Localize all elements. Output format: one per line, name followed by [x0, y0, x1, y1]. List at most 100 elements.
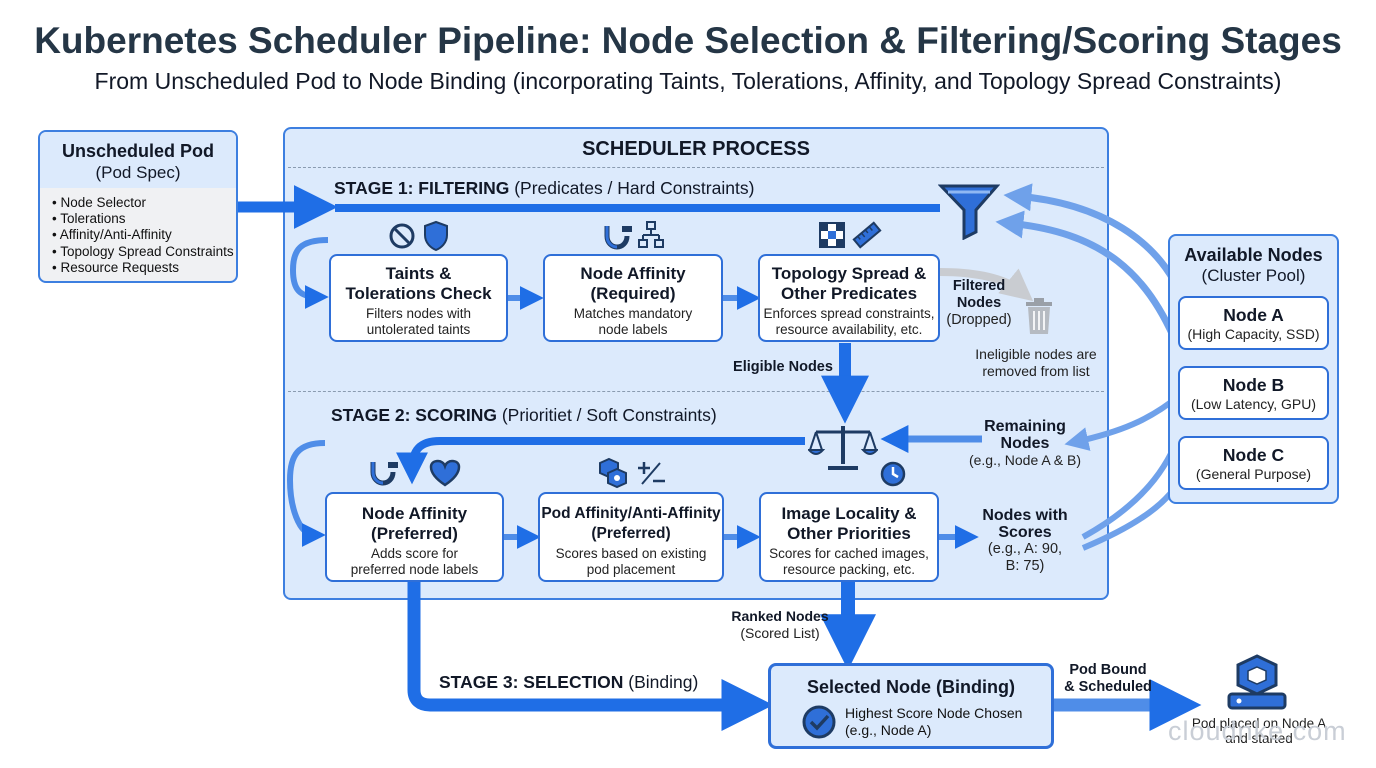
divider-middle	[288, 391, 1104, 392]
filter-title: Taints &	[385, 264, 452, 283]
score-box-image-locality: Image Locality & Other Priorities Scores…	[759, 492, 939, 582]
ranked-nodes-label: Ranked Nodes (Scored List)	[728, 608, 832, 642]
hierarchy-icon	[638, 221, 664, 248]
scorer-title: (Preferred)	[371, 524, 458, 543]
magnet-icon	[604, 226, 632, 250]
scorer-desc: resource packing, etc.	[782, 562, 916, 577]
arrow-stage1-entry	[289, 237, 329, 309]
score-box-node-affinity-preferred: Node Affinity (Preferred) Adds score for…	[325, 492, 504, 582]
filter-title: Node Affinity	[580, 264, 686, 283]
shield-icon	[424, 220, 448, 252]
pod-card-header: Unscheduled Pod (Pod Spec)	[40, 132, 236, 188]
remaining-line: (e.g., Node A & B)	[968, 452, 1082, 468]
scores-line: Nodes with	[982, 507, 1068, 524]
scorer-desc: Scores based on existing	[555, 546, 707, 561]
arrow-pool-to-remaining	[1064, 392, 1182, 451]
filter-title: (Required)	[590, 284, 676, 303]
available-title: Available Nodes	[1184, 245, 1323, 265]
pod-spec-item: • Tolerations	[52, 211, 126, 227]
scorer-title: Pod Affinity/Anti-Affinity	[541, 505, 721, 522]
node-name: Node A	[1223, 305, 1284, 325]
filter-box-topology-spread: Topology Spread & Other Predicates Enfor…	[758, 254, 940, 342]
watermark: cloudnke.com	[1168, 716, 1347, 746]
arrow-stage3-selection	[407, 582, 774, 731]
bound-line: & Scheduled	[1064, 679, 1152, 695]
filter-title: Topology Spread &	[771, 264, 927, 283]
selected-desc-line: (e.g., Node A)	[845, 722, 932, 738]
arrow-filtered-dropped	[939, 268, 1034, 302]
unscheduled-pod-card: Unscheduled Pod (Pod Spec) • Node Select…	[38, 130, 238, 283]
scorer-desc: Scores for cached images,	[769, 546, 929, 561]
filter-desc: untolerated taints	[366, 322, 471, 337]
stage3-bold: STAGE 3: SELECTION	[439, 672, 624, 692]
scorer-title: Image Locality &	[781, 504, 917, 523]
node-card-a: Node A (High Capacity, SSD)	[1178, 296, 1329, 350]
arrow-pool-to-filter-2	[995, 210, 1187, 362]
filtered-line: Filtered	[952, 278, 1006, 294]
ineligible-note: Ineligible nodes are removed from list	[965, 346, 1107, 380]
grid-icon	[819, 222, 845, 248]
filter-box-node-affinity-required: Node Affinity (Required) Matches mandato…	[543, 254, 723, 342]
pod-spec-item: • Topology Spread Constraints	[52, 243, 234, 259]
trash-icon	[1026, 298, 1052, 334]
score-box-pod-affinity: Pod Affinity/Anti-Affinity (Preferred) S…	[538, 492, 724, 582]
node-name: Node C	[1222, 445, 1285, 465]
filter-desc: node labels	[598, 322, 668, 337]
placed-line: and started	[1225, 731, 1293, 746]
filtered-line: Nodes	[956, 295, 1002, 311]
ranked-line: Ranked Nodes	[731, 608, 829, 624]
filter-desc: Enforces spread constraints,	[763, 306, 935, 321]
pod-spec-item: • Node Selector	[52, 195, 147, 210]
filter-title: Other Predicates	[780, 284, 918, 303]
page-title: Kubernetes Scheduler Pipeline: Node Sele…	[34, 20, 1342, 61]
filter-box-taints: Taints & Tolerations Check Filters nodes…	[329, 254, 508, 342]
scores-line: (e.g., A: 90,	[987, 541, 1063, 557]
arrow-stage2-entry	[286, 440, 326, 547]
scores-line: Scores	[998, 524, 1052, 541]
pod-spec-item: • Affinity/Anti-Affinity	[52, 227, 172, 243]
stage1-label: STAGE 1: FILTERING (Predicates / Hard Co…	[334, 178, 754, 199]
filter-desc: Filters nodes with	[365, 306, 472, 321]
filter-title: Tolerations Check	[345, 284, 492, 303]
scale-icon	[808, 426, 878, 470]
filtered-line: (Dropped)	[946, 312, 1012, 328]
scorer-desc: pod placement	[586, 562, 676, 577]
plus-minus-icon	[638, 462, 665, 485]
stage3-label: STAGE 3: SELECTION (Binding)	[439, 672, 698, 693]
clock-icon	[880, 461, 906, 487]
stage1-bold: STAGE 1: FILTERING	[334, 178, 510, 198]
node-desc: (Low Latency, GPU)	[1190, 396, 1316, 412]
pod-placed-label: Pod placed on Node A and started	[1186, 716, 1332, 746]
scorer-desc: preferred node labels	[350, 562, 479, 577]
eligible-nodes-label: Eligible Nodes	[733, 359, 833, 375]
pod-spec-list: • Node Selector • Tolerations • Affinity…	[40, 188, 236, 276]
divider-top	[288, 167, 1104, 168]
cube-server-icon	[1227, 654, 1287, 710]
placed-line: Pod placed on Node A	[1191, 716, 1327, 731]
nodes-with-scores-label: Nodes with Scores (e.g., A: 90, B: 75)	[975, 507, 1075, 575]
selected-desc: Highest Score Node Chosen (e.g., Node A)	[845, 705, 1022, 739]
selected-desc-line: Highest Score Node Chosen	[845, 705, 1023, 721]
scheduler-title: SCHEDULER PROCESS	[582, 138, 810, 160]
node-name: Node B	[1222, 375, 1285, 395]
ban-icon	[389, 223, 415, 249]
stage1-rest: (Predicates / Hard Constraints)	[509, 178, 755, 198]
ranked-line: (Scored List)	[740, 625, 820, 641]
bound-line: Pod Bound	[1069, 662, 1147, 678]
filter-desc: resource availability, etc.	[775, 322, 923, 337]
page-subtitle: From Unscheduled Pod to Node Binding (in…	[94, 68, 1282, 94]
scores-line: B: 75)	[1005, 558, 1045, 574]
selected-node-box: Selected Node (Binding) Highest Score No…	[768, 663, 1054, 749]
node-desc: (General Purpose)	[1195, 466, 1312, 482]
scorer-title: Other Priorities	[787, 524, 911, 543]
ruler-icon	[852, 221, 882, 249]
node-card-b: Node B (Low Latency, GPU)	[1178, 366, 1329, 420]
stage3-rest: (Binding)	[623, 672, 699, 692]
stage2-label: STAGE 2: SCORING (Prioritiet / Soft Cons…	[331, 405, 717, 426]
ineligible-line: Ineligible nodes are	[975, 346, 1097, 362]
node-card-c: Node C (General Purpose)	[1178, 436, 1329, 490]
filter-desc: Matches mandatory	[573, 306, 693, 321]
scorer-title: Node Affinity	[361, 504, 468, 523]
stage2-bold: STAGE 2: SCORING	[331, 405, 497, 425]
